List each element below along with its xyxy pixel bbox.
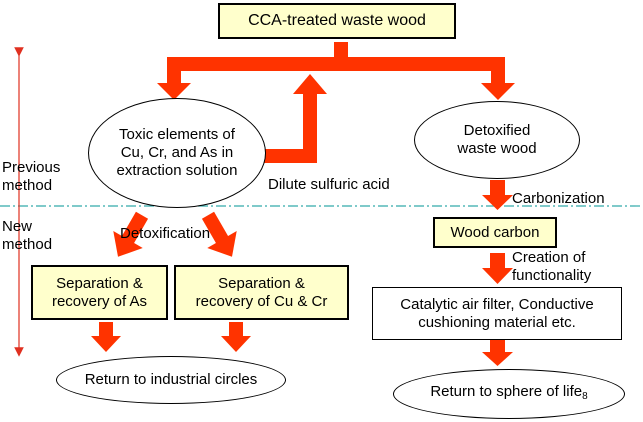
toxic-line-3: extraction solution — [116, 162, 238, 179]
new-method-label: New method — [2, 218, 52, 254]
sep-cucr-line-2: recovery of Cu & Cr — [195, 292, 328, 310]
new-line-1: New — [2, 218, 33, 235]
return-up-arrow — [262, 74, 327, 163]
return-life-ellipse: Return to sphere of life8 — [393, 369, 625, 419]
industrial-arrow-left — [91, 322, 121, 352]
detox-arrow-right — [201, 211, 237, 257]
return-industrial-ellipse: Return to industrial circles — [56, 356, 286, 404]
industrial-arrow-right — [221, 322, 251, 352]
sep-as-line-1: Separation & — [56, 274, 143, 292]
dilute-acid-label: Dilute sulfuric acid — [268, 176, 390, 193]
previous-line-1: Previous — [2, 159, 61, 176]
previous-line-2: method — [2, 177, 53, 194]
new-line-2: method — [2, 236, 53, 253]
detox-line-2: waste wood — [457, 140, 537, 157]
title-text: CCA-treated waste wood — [248, 12, 426, 29]
detoxification-label: Detoxification — [120, 225, 211, 242]
toxic-line-2: Cu, Cr, and As in — [120, 144, 234, 161]
detox-arrow-left — [113, 211, 149, 257]
toxic-elements-ellipse: Toxic elements of Cu, Cr, and As in extr… — [88, 98, 266, 208]
catalytic-line-2: cushioning material etc. — [418, 313, 576, 331]
catalytic-filter-box: Catalytic air filter, Conductive cushion… — [372, 287, 622, 340]
return-life-text: Return to sphere of life8 — [430, 383, 587, 406]
return-life-main: Return to sphere of life — [430, 382, 583, 400]
return-life-subscript: 8 — [582, 390, 588, 402]
sep-cucr-line-1: Separation & — [218, 274, 305, 292]
wood-carbon-box: Wood carbon — [433, 217, 557, 248]
creation-label: Creation of functionality — [512, 249, 591, 285]
separation-as-box: Separation & recovery of As — [31, 265, 168, 320]
life-arrow — [482, 340, 513, 366]
wood-carbon-text: Wood carbon — [450, 223, 540, 241]
previous-method-label: Previous method — [2, 159, 60, 195]
catalytic-line-1: Catalytic air filter, Conductive — [400, 295, 594, 313]
detox-line-1: Detoxified — [463, 122, 531, 139]
sep-as-line-2: recovery of As — [51, 292, 148, 310]
creation-line-2: functionality — [512, 267, 592, 284]
detoxified-wood-ellipse: Detoxified waste wood — [414, 101, 580, 179]
carbonization-arrow — [482, 180, 513, 210]
separation-cucr-box: Separation & recovery of Cu & Cr — [174, 265, 349, 320]
toxic-line-1: Toxic elements of — [119, 126, 235, 143]
carbonization-label: Carbonization — [512, 190, 605, 207]
title-box: CCA-treated waste wood — [218, 3, 456, 39]
return-industrial-text: Return to industrial circles — [84, 371, 258, 388]
creation-line-1: Creation of — [512, 249, 586, 266]
creation-arrow — [482, 253, 513, 284]
split-arrow — [157, 42, 515, 100]
